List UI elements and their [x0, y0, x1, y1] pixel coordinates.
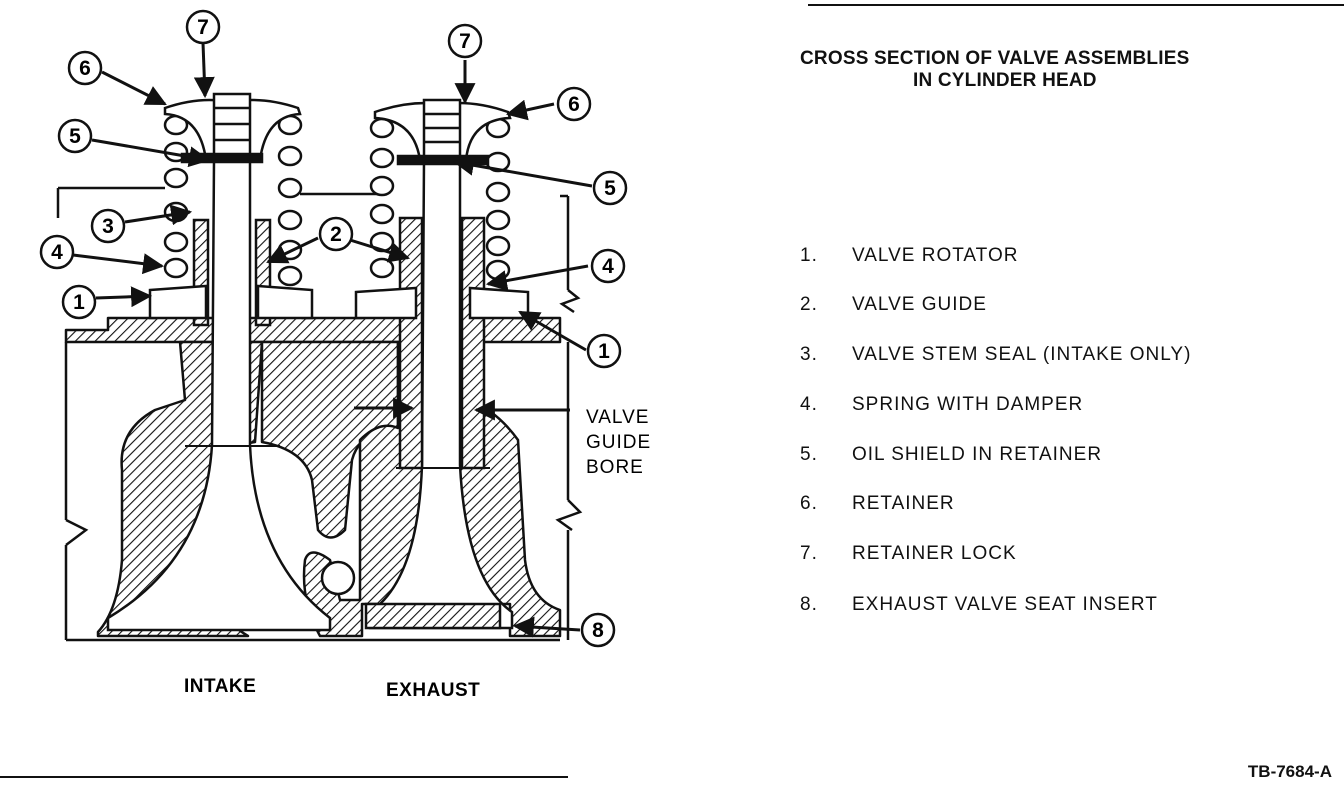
callout-7-intake: 7 — [185, 9, 221, 45]
legend-number: 7. — [800, 543, 818, 564]
callout-8: 8 — [580, 612, 616, 648]
callouts: 7 6 5 3 4 1 2 7 — [39, 9, 628, 648]
callout-4-exhaust: 4 — [590, 248, 626, 284]
callout-1-intake: 1 — [61, 284, 97, 320]
callout-label: 7 — [459, 30, 471, 53]
figure-code: TB-7684-A — [1247, 762, 1332, 781]
callout-label: 5 — [69, 125, 81, 148]
legend-text: RETAINER LOCK — [852, 543, 1017, 564]
legend-number: 2. — [800, 294, 818, 315]
exhaust-retainer — [354, 98, 530, 630]
figure-title: CROSS SECTION OF VALVE ASSEMBLIES IN CYL… — [800, 48, 1250, 92]
callout-2: 2 — [318, 216, 354, 252]
bottom-rule — [0, 776, 568, 778]
callout-6-intake: 6 — [67, 50, 103, 86]
legend-text: RETAINER — [852, 493, 955, 514]
callout-label: 5 — [604, 177, 616, 200]
legend-number: 3. — [800, 344, 818, 365]
callout-label: 1 — [598, 340, 610, 363]
legend-number: 8. — [800, 594, 818, 615]
intake-retainer — [148, 92, 314, 320]
valve-cross-section-diagram: 7 6 5 3 4 1 2 7 — [39, 9, 651, 701]
legend-number: 6. — [800, 493, 818, 514]
legend-number: 4. — [800, 394, 818, 415]
callout-5-exhaust: 5 — [592, 170, 628, 206]
legend-text: OIL SHIELD IN RETAINER — [852, 444, 1103, 465]
callout-label: 2 — [330, 223, 342, 246]
callout-label: 4 — [51, 241, 63, 264]
callout-label: 4 — [602, 255, 614, 278]
bore-label-line-2: GUIDE — [586, 432, 651, 453]
callout-label: 3 — [102, 215, 114, 238]
exhaust-label: EXHAUST — [386, 680, 480, 701]
callout-6-exhaust: 6 — [556, 86, 592, 122]
callout-1-exhaust: 1 — [586, 333, 622, 369]
legend-text: VALVE ROTATOR — [852, 245, 1019, 266]
legend-text: EXHAUST VALVE SEAT INSERT — [852, 594, 1158, 615]
legend-number: 5. — [800, 444, 818, 465]
intake-label: INTAKE — [184, 676, 256, 697]
callout-label: 7 — [197, 16, 209, 39]
head-outline — [56, 186, 583, 642]
callout-label: 6 — [568, 93, 580, 116]
bore-label-line-3: BORE — [586, 457, 644, 478]
legend-text: VALVE STEM SEAL (INTAKE ONLY) — [852, 344, 1192, 365]
callout-label: 1 — [73, 291, 85, 314]
callout-4-intake: 4 — [39, 234, 75, 270]
title-line-1: CROSS SECTION OF VALVE ASSEMBLIES — [800, 48, 1190, 69]
leader-lines — [72, 42, 593, 638]
legend-text: SPRING WITH DAMPER — [852, 394, 1084, 415]
callout-7-exhaust: 7 — [447, 23, 483, 59]
title-line-2: IN CYLINDER HEAD — [913, 70, 1097, 91]
legend-text: VALVE GUIDE — [852, 294, 987, 315]
callout-5-intake: 5 — [57, 118, 93, 154]
top-rule — [808, 4, 1344, 6]
callout-label: 8 — [592, 619, 604, 642]
callout-3-intake: 3 — [90, 208, 126, 244]
bore-label-line-1: VALVE — [586, 407, 649, 428]
legend-number: 1. — [800, 245, 818, 266]
callout-label: 6 — [79, 57, 91, 80]
